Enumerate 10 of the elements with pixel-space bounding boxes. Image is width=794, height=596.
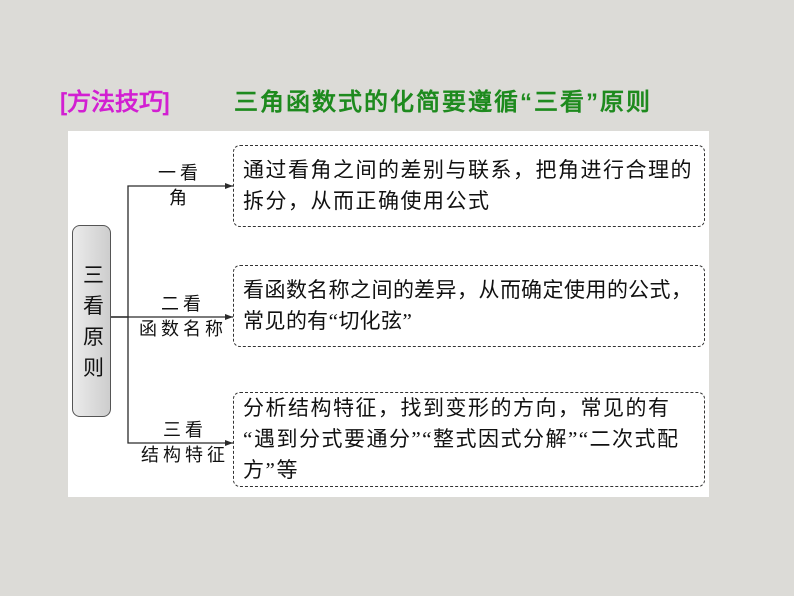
section-label: [方法技巧]	[60, 87, 170, 117]
rounded-box: 三看原则	[72, 225, 111, 417]
edge-label: 一看角	[157, 162, 202, 210]
dashed-box: 通过看角之间的差别与联系，把角进行合理的拆分，从而正确使用公式	[233, 145, 705, 227]
edge-label: 二看函数名称	[138, 293, 227, 341]
edge-label: 三看结构特征	[140, 419, 229, 467]
dashed-box: 分析结构特征，找到变形的方向，常见的有“遇到分式要通分”“整式因式分解”“二次式配方”等	[233, 392, 705, 487]
title: 三角函数式的化简要遵循“三看”原则	[234, 87, 652, 117]
arrow	[111, 316, 233, 446]
dashed-box: 看函数名称之间的差异，从而确定使用的公式，常见的有“切化弦”	[233, 265, 705, 347]
